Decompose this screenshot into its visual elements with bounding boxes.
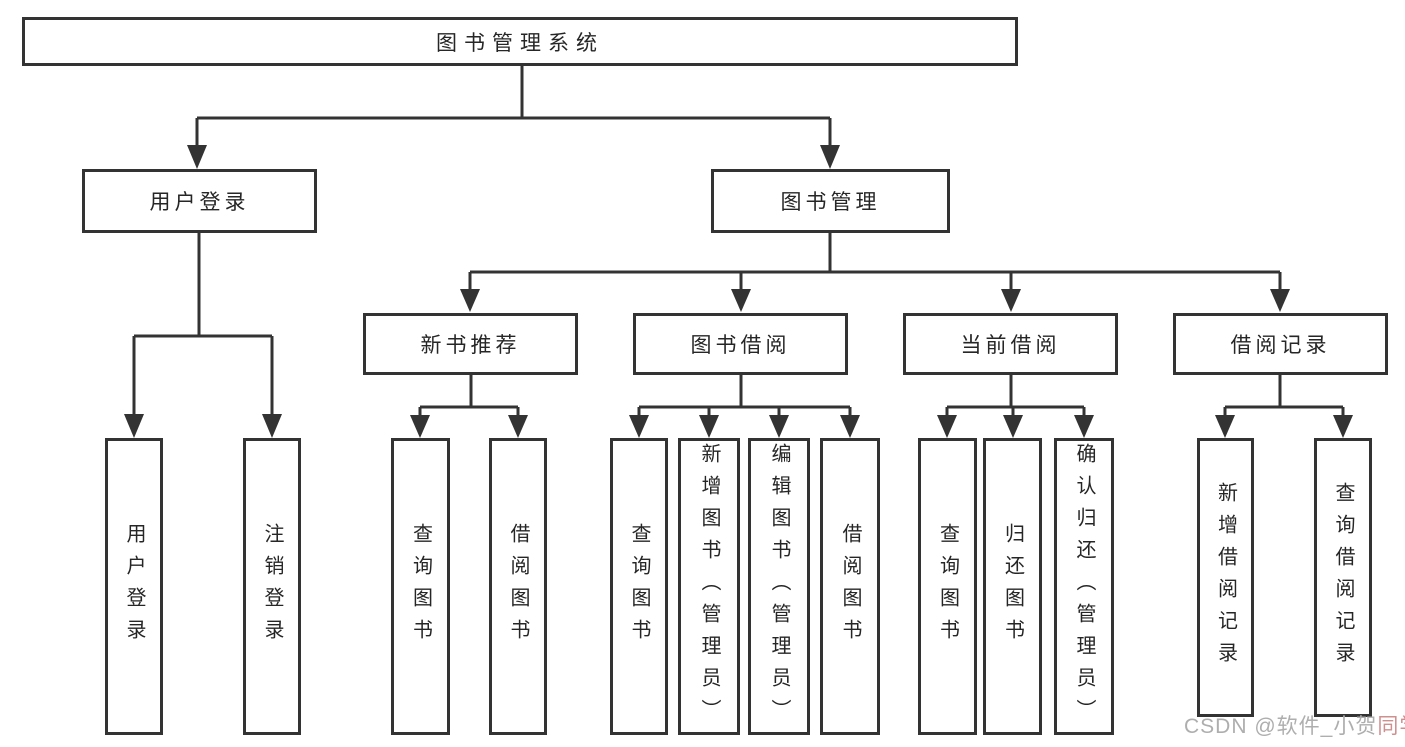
- connector-new-book-recommend: [410, 375, 528, 438]
- leaf-user-login: 用户登录: [105, 438, 163, 735]
- leaf-edit-books-admin: 编辑图书（管理员）: [748, 438, 810, 735]
- node-user-login: 用户登录: [82, 169, 317, 233]
- leaf-query-borrow-record: 查询借阅记录: [1314, 438, 1372, 717]
- leaf-confirm-return-admin: 确认归还（管理员）: [1054, 438, 1114, 735]
- node-current-borrowing: 当前借阅: [903, 313, 1118, 375]
- connector-root: [187, 66, 840, 169]
- leaf-borrow-books: 借阅图书: [820, 438, 880, 735]
- leaf-query-books-borrowing: 查询图书: [610, 438, 668, 735]
- watermark-tail: 同学: [1377, 715, 1405, 738]
- node-book-management: 图书管理: [711, 169, 950, 233]
- csdn-watermark: CSDN @软件_小贺同学: [1184, 710, 1405, 740]
- connector-book-borrowing: [629, 375, 860, 438]
- leaf-query-books-recommend: 查询图书: [391, 438, 450, 735]
- node-book-borrowing: 图书借阅: [633, 313, 848, 375]
- leaf-add-borrow-record: 新增借阅记录: [1197, 438, 1254, 717]
- watermark-text: CSDN @软件_小贺: [1184, 715, 1378, 738]
- leaf-return-books: 归还图书: [983, 438, 1042, 735]
- connector-current-borrowing: [937, 375, 1094, 438]
- node-borrowing-records: 借阅记录: [1173, 313, 1388, 375]
- node-root-library-system: 图书管理系统: [22, 17, 1018, 66]
- connector-user-login: [124, 233, 282, 438]
- leaf-borrow-books-recommend: 借阅图书: [489, 438, 547, 735]
- leaf-logout: 注销登录: [243, 438, 301, 735]
- connector-borrowing-records: [1215, 375, 1353, 438]
- connector-book-management: [460, 233, 1290, 312]
- leaf-add-books-admin: 新增图书（管理员）: [678, 438, 740, 735]
- leaf-query-books-current: 查询图书: [918, 438, 977, 735]
- node-new-book-recommend: 新书推荐: [363, 313, 578, 375]
